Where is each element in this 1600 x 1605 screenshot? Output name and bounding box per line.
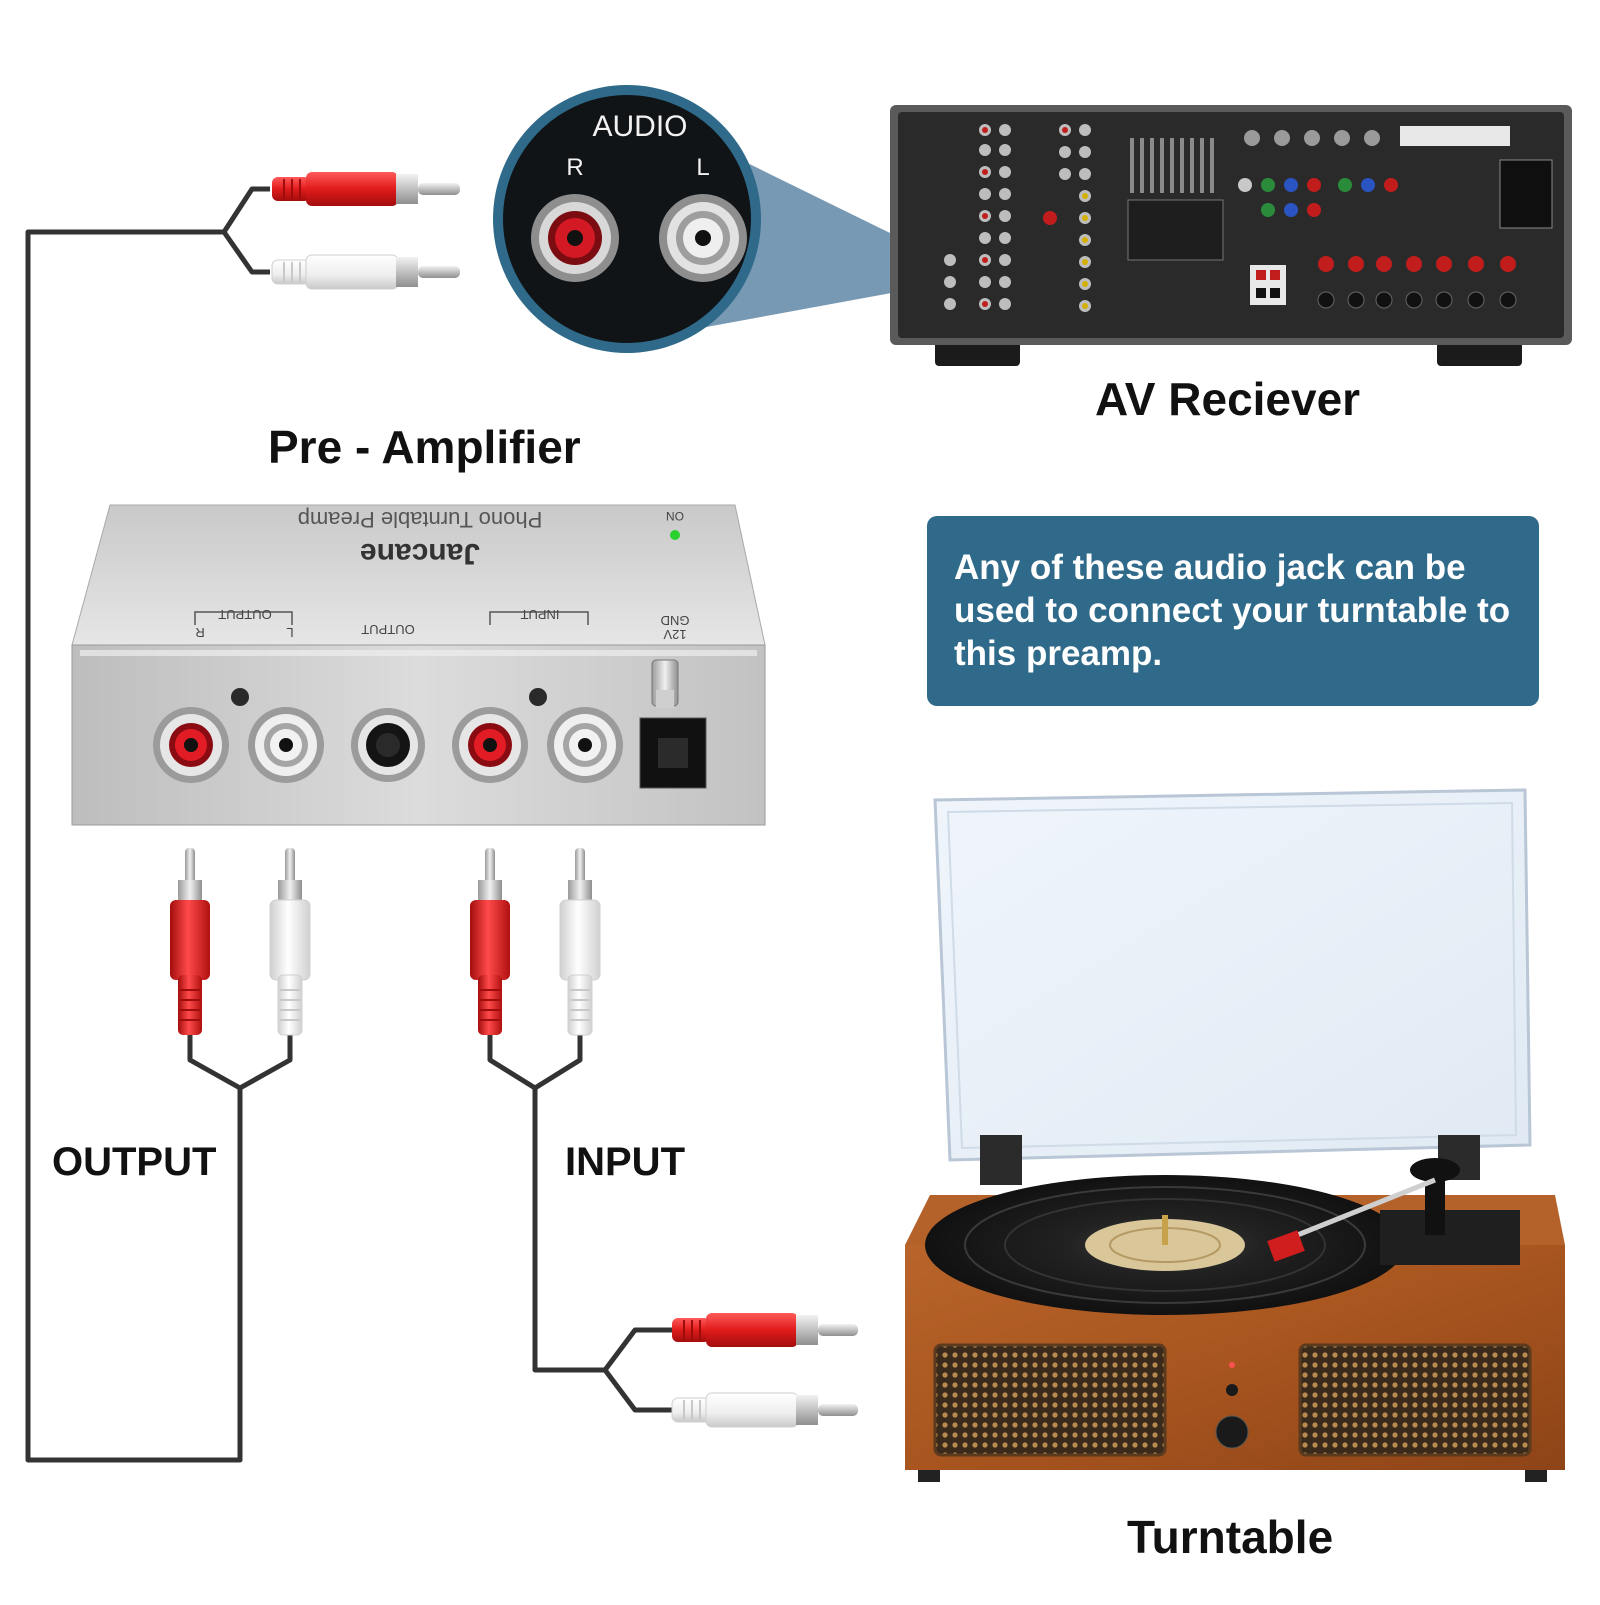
left-speaker-grille (933, 1343, 1167, 1457)
phono-preamp (71, 504, 766, 826)
audio-jack-zoom-callout (493, 85, 935, 353)
ground-post (651, 659, 679, 708)
preamp-out-l-text: L (286, 625, 293, 640)
preamp-gnd-text: GND (661, 613, 690, 628)
preamp-headphone-text: OUTPUT (361, 622, 415, 637)
preamp-output-r-jack (153, 707, 229, 783)
preamp-model-text: Phono Turntable Preamp (298, 507, 543, 532)
preamp-input-r-jack (452, 707, 528, 783)
zoom-r-label: R (566, 154, 583, 181)
cartridge (1267, 1230, 1305, 1262)
preamp-brand-text: Jancane (360, 537, 480, 570)
info-callout-box: Any of these audio jack can be used to c… (927, 516, 1539, 706)
zoom-l-label: L (696, 154, 709, 181)
input-label: INPUT (565, 1140, 685, 1184)
power-led (670, 530, 680, 540)
preamp-input-l-jack (547, 707, 623, 783)
turntable (905, 788, 1565, 1482)
rca-plug-red-turntable (672, 1313, 858, 1347)
rca-plug-white-turntable (671, 1392, 858, 1428)
preamp-headphone-jack (351, 708, 425, 782)
volume-knob (1215, 1415, 1249, 1449)
rca-plug-red-to-receiver (272, 172, 460, 206)
info-callout-text: Any of these audio jack can be used to c… (954, 548, 1511, 673)
rca-plug-white-to-receiver (271, 254, 460, 290)
rca-plug-white-output (269, 848, 311, 1036)
rca-plug-white-input (559, 848, 601, 1036)
output-label: OUTPUT (52, 1140, 217, 1184)
preamp-on-text: ON (666, 509, 684, 523)
input-cable (487, 1035, 680, 1413)
preamp-output-l-jack (248, 707, 324, 783)
av-receiver (890, 105, 1572, 366)
preamp-input-text: INPUT (520, 607, 559, 622)
preamp-out-r-text: R (195, 625, 204, 640)
av-receiver-label: AV Reciever (1095, 373, 1361, 425)
preamp-output-text: OUTPUT (218, 607, 272, 622)
turntable-label: Turntable (1127, 1511, 1334, 1563)
output-cable (25, 186, 293, 1463)
pre-amplifier-label: Pre - Amplifier (268, 421, 581, 473)
zoom-audio-title: AUDIO (592, 110, 687, 143)
rca-plug-red-output (170, 848, 210, 1035)
rca-plug-red-input (470, 848, 510, 1035)
preamp-power-text: 12V (663, 627, 686, 642)
right-speaker-grille (1298, 1343, 1532, 1457)
